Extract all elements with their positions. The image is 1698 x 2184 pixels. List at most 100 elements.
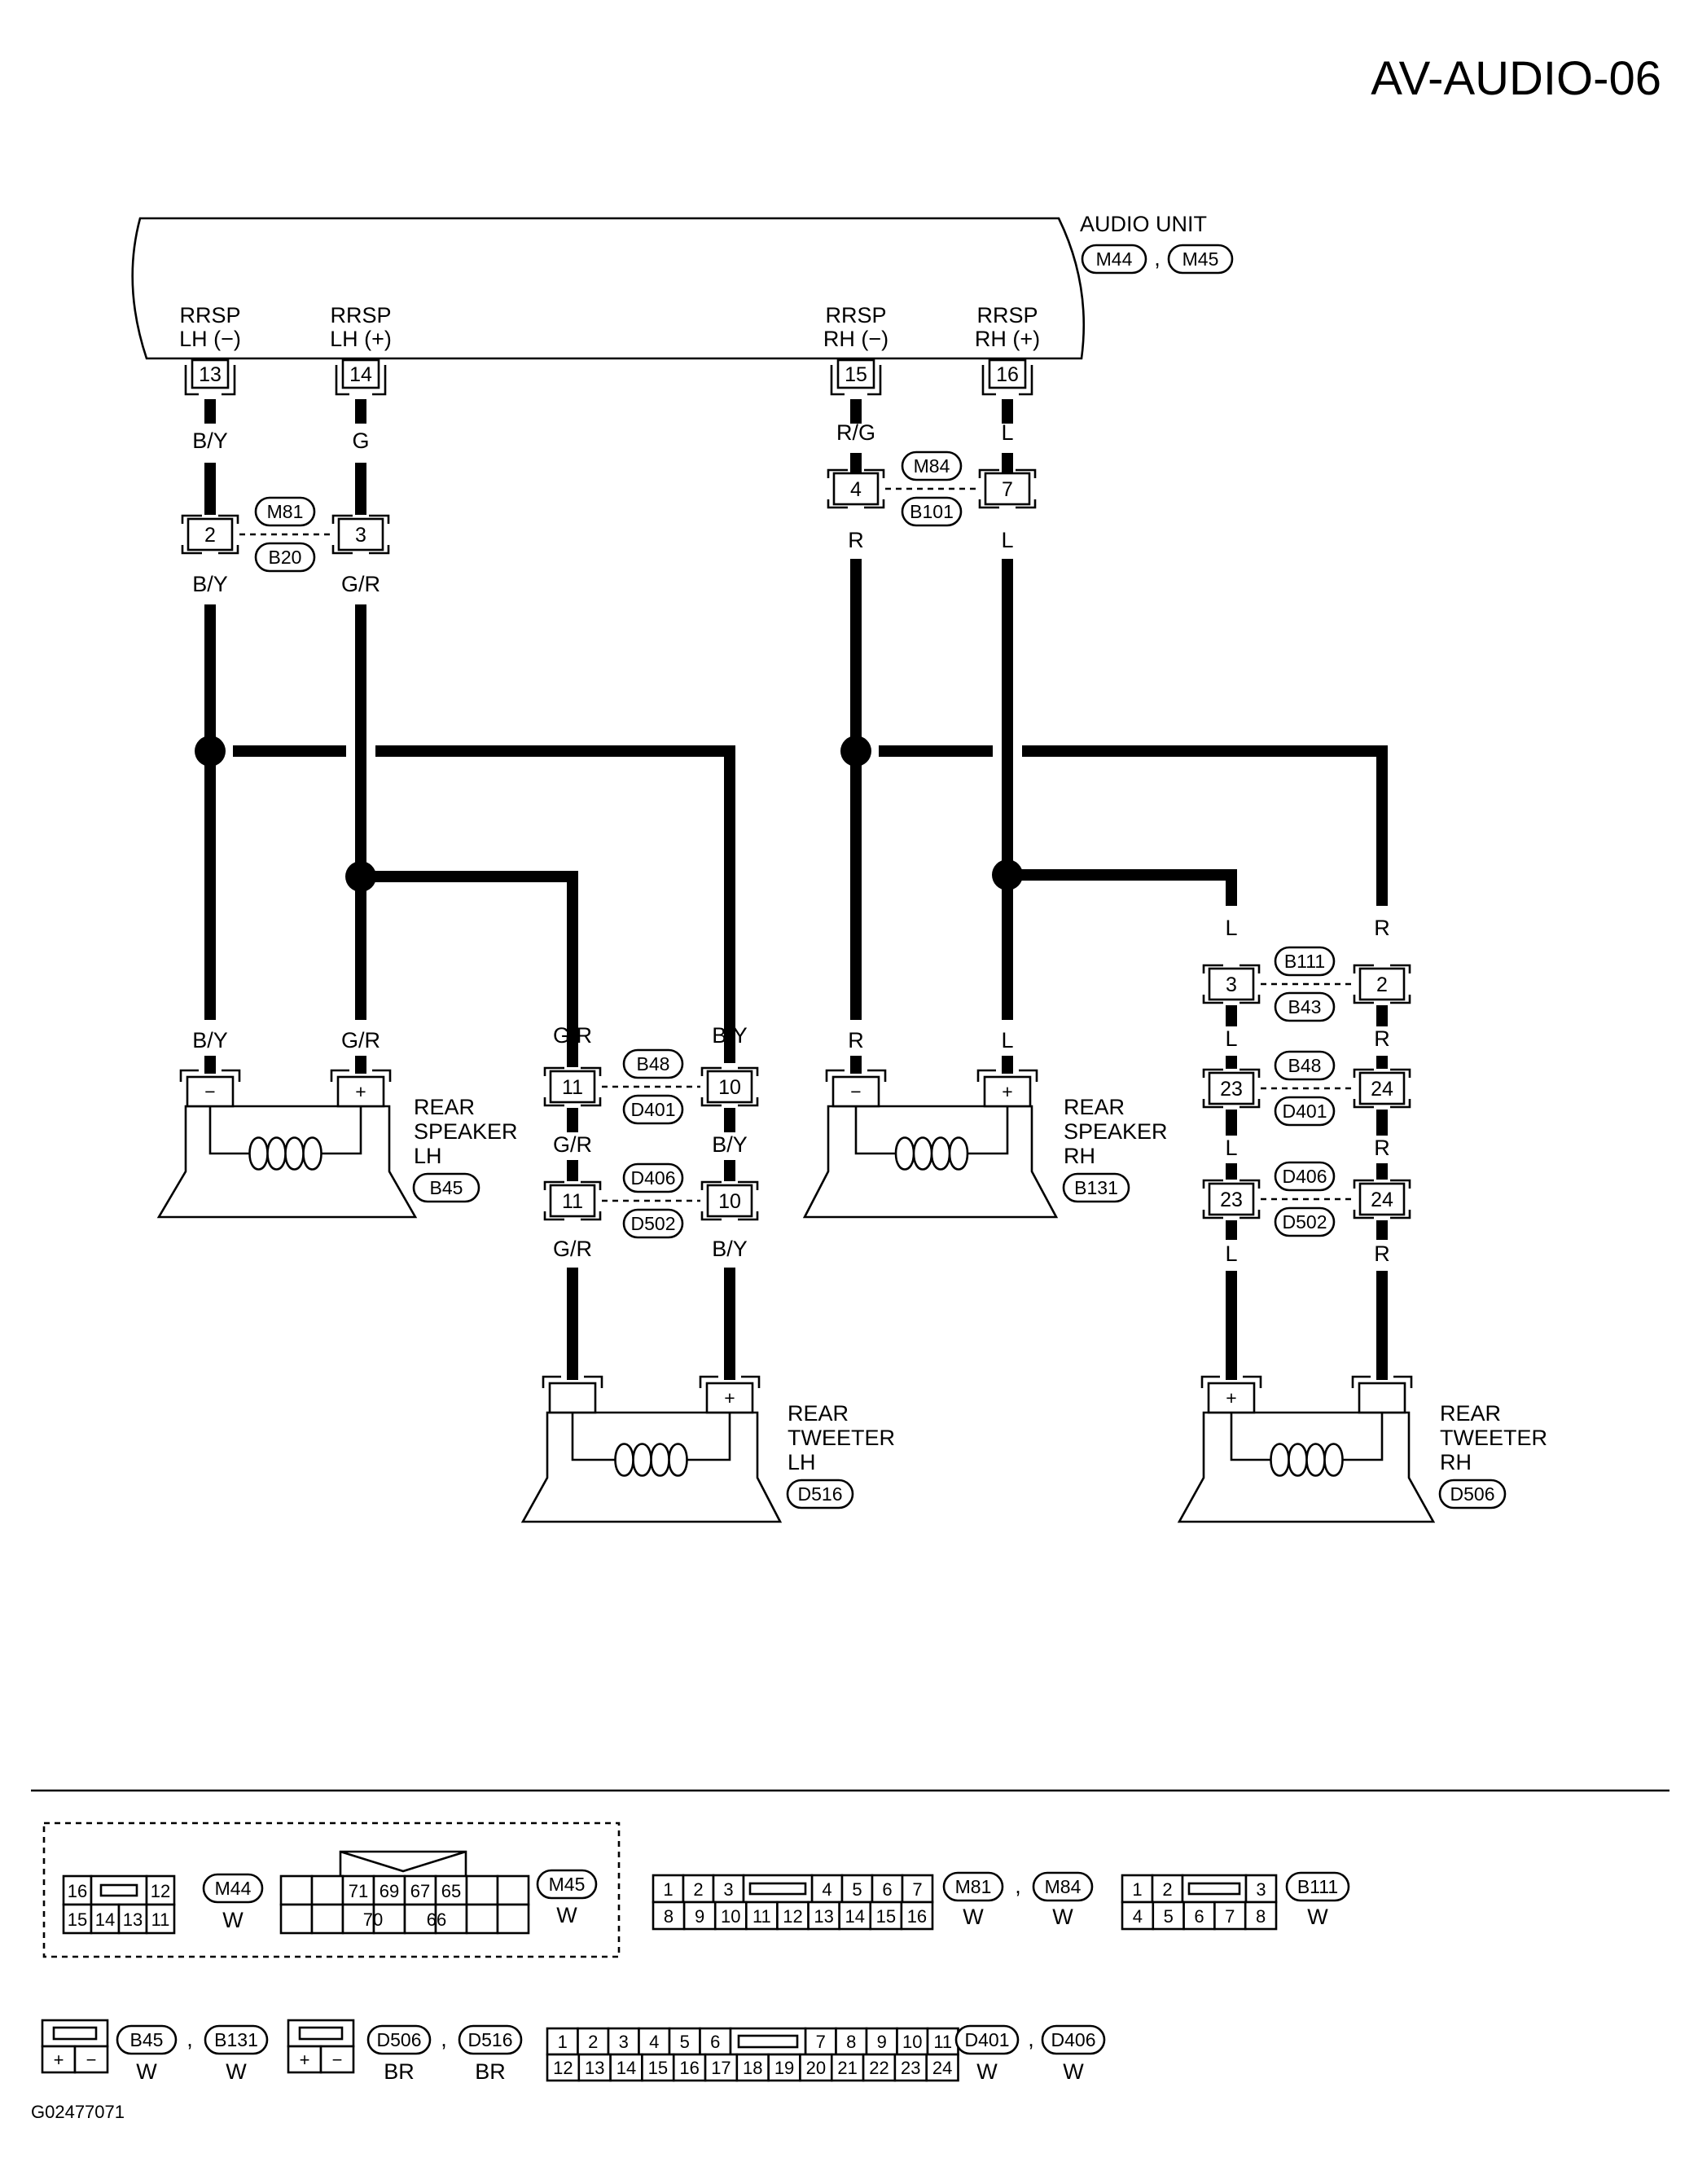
joint-m84-bottom-tag-label: B101 [910, 501, 954, 522]
pin-bracket [978, 468, 1037, 478]
m81-cell-number: 11 [752, 1906, 771, 1927]
tweeter-rh-connector-tag-label: D506 [1450, 1483, 1495, 1505]
b45-tag [116, 2024, 178, 2055]
wire-color: G/R [341, 1028, 380, 1052]
pin-bracket [978, 499, 1037, 509]
wire-color: R [848, 1028, 864, 1052]
joint-m84-bottom-tag [901, 496, 963, 527]
wire-color: L [1225, 916, 1237, 940]
wire-color: R [848, 528, 864, 552]
page-id: AV-AUDIO-06 [1371, 52, 1661, 105]
wire-color: B/Y [712, 1237, 748, 1261]
m81-cell-number: 2 [693, 1879, 703, 1900]
speaker-lh-minus-terminal-bracket [179, 1069, 241, 1082]
pin-bracket [1353, 964, 1411, 973]
joint-m84-pin-b [984, 472, 1031, 506]
d401-cell-number: 13 [585, 2058, 604, 2078]
m45-cell [341, 1874, 375, 1906]
m81-cell-number: 1 [663, 1879, 673, 1900]
m81-cell [900, 1901, 934, 1931]
m81-cell-number: 9 [695, 1906, 704, 1927]
d401-color: W [976, 2059, 998, 2084]
joint-m81-pin-b [337, 517, 384, 551]
pin-bracket [700, 1066, 759, 1076]
audio-unit-connector-m44-label: M44 [1096, 248, 1133, 270]
joint-rh-b48-pin-b-number: 24 [1371, 1078, 1393, 1101]
audio-unit-connector-m45-label: M45 [1182, 248, 1219, 270]
joint-m84-pin-b-number: 7 [1002, 478, 1013, 501]
joint-lh-b48-pin-a [549, 1070, 596, 1104]
d406-tag-label: D406 [1051, 2029, 1096, 2050]
pin-bracket [543, 1066, 602, 1076]
m45-cell-number: 70 [363, 1909, 383, 1930]
m45-cell-number: 65 [441, 1881, 461, 1901]
tweeter-rh-body [1177, 1411, 1436, 1523]
joint-m84-top-tag-label: M84 [914, 455, 950, 477]
joint-lh-b48-top-tag [622, 1048, 684, 1079]
joint-rh-d406-pin-b-number: 24 [1371, 1189, 1393, 1211]
audio-unit-separator: , [1154, 246, 1161, 270]
b111-tag-label: B111 [1297, 1876, 1338, 1897]
m44-cell-number: 12 [151, 1881, 170, 1901]
terminal-polarity: RH (−) [823, 327, 888, 351]
tweeter-lh-label-2: TWEETER [788, 1426, 895, 1450]
speaker-lh-connector-tag [412, 1172, 480, 1203]
wire-color: R [1374, 1026, 1390, 1051]
joint-lh-b48-top-tag-label: B48 [637, 1053, 670, 1074]
b131-tag [204, 2024, 269, 2055]
joint-m84-pin-a [832, 472, 880, 506]
pin-bracket [181, 545, 239, 555]
b111-cell-number: 5 [1164, 1906, 1174, 1927]
speaker-rh-connector-tag-label: B131 [1074, 1177, 1118, 1198]
d401-cell-number: 21 [837, 2058, 857, 2078]
b111-cell [1152, 1901, 1185, 1931]
d401-cell-number: 17 [711, 2058, 731, 2078]
pin-bracket [1353, 1179, 1411, 1189]
wire-color: B/Y [712, 1023, 748, 1048]
audio-unit-pin-number: 13 [199, 363, 222, 386]
joint-lh-d406-bottom-tag [622, 1208, 684, 1239]
m45-cell-number: 66 [427, 1909, 446, 1930]
joint-rh-d406-bottom-tag [1274, 1206, 1336, 1237]
joint-lh-b48-bottom-tag-label: D401 [631, 1099, 676, 1120]
m45-housing-top [339, 1850, 467, 1876]
pin-bracket [181, 514, 239, 524]
terminal-polarity: LH (+) [330, 327, 392, 351]
b111-cell [1121, 1874, 1154, 1904]
joint-rh-b48-pin-a-number: 23 [1220, 1078, 1243, 1101]
d401-cell-number: 14 [616, 2058, 636, 2078]
m45-cell [465, 1903, 499, 1935]
d406-color: W [1063, 2059, 1084, 2084]
b45-separator: , [186, 2027, 193, 2051]
d401-cell-number: 23 [901, 2058, 920, 2078]
d401-cell [672, 2053, 707, 2082]
pin-bracket [1353, 1210, 1411, 1219]
tweeter-rh-minus-terminal [1207, 1382, 1256, 1414]
joint-lh-d406-top-tag-label: D406 [631, 1167, 676, 1189]
speaker-lh-plus-terminal-sign: + [355, 1081, 366, 1102]
joint-lh-d406-bottom-tag-label: D502 [631, 1213, 676, 1234]
joint-rh-b111-pin-a-number: 3 [1226, 973, 1237, 996]
pin-bracket [981, 365, 1033, 396]
m45-cell-number: 69 [380, 1881, 399, 1901]
pin-bracket [700, 1211, 759, 1221]
joint-m81-bottom-tag [254, 542, 316, 573]
b45-lock-icon [52, 2026, 98, 2041]
d506-lock-icon [298, 2026, 344, 2041]
m81-cell-number: 8 [664, 1906, 673, 1927]
m45-cell [341, 1903, 375, 1935]
m84-color: W [1052, 1905, 1073, 1929]
m45-cell [496, 1874, 530, 1906]
b111-lock-icon [1187, 1882, 1241, 1896]
wire-color: B/Y [712, 1132, 748, 1157]
m81-cell-number: 3 [723, 1879, 733, 1900]
tweeter-rh-label-2: TWEETER [1440, 1426, 1547, 1450]
m81-cell-number: 15 [876, 1906, 896, 1927]
m81-tag-label: M81 [955, 1876, 992, 1897]
pin-bracket [331, 545, 390, 555]
speaker-rh-plus-terminal-bracket [976, 1069, 1038, 1082]
pin-bracket [543, 1097, 602, 1107]
joint-lh-d406-top-tag [622, 1162, 684, 1193]
d401-cell [862, 2053, 897, 2082]
d401-cell-number: 7 [816, 2032, 826, 2052]
